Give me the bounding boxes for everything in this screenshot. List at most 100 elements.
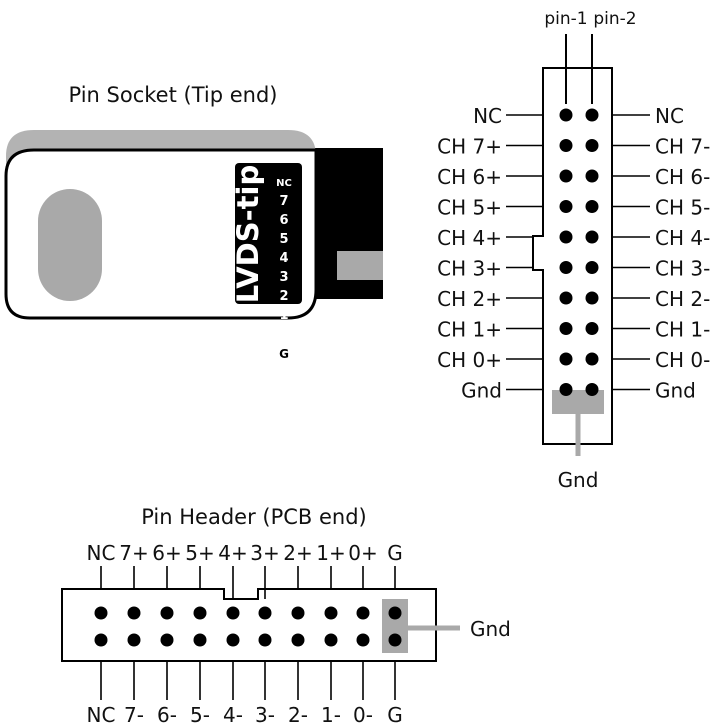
pinout-right-label: CH 0- [655, 348, 710, 372]
pinout-left-label: CH 2+ [437, 287, 502, 311]
header-top-label: 4+ [218, 541, 247, 565]
socket-pin-label: G [279, 347, 289, 361]
socket-pin-label: 6 [279, 213, 288, 228]
pin-dot [94, 606, 108, 620]
pin-dot [160, 606, 174, 620]
pin-dot [585, 230, 599, 244]
pin-dot [585, 383, 599, 396]
pin-dot [585, 261, 599, 274]
pin-dot [585, 139, 599, 152]
pin-dot [559, 261, 573, 274]
pinout-right-label: CH 2- [655, 287, 710, 311]
pin-dot [559, 169, 573, 183]
header-bottom-label: 4- [223, 703, 243, 727]
pin-dot [559, 139, 573, 152]
header-top-label: NC [87, 541, 116, 565]
header-top-label: 6+ [152, 541, 181, 565]
pin-dot [559, 322, 573, 335]
pin-dot [258, 606, 272, 620]
socket-pin-label: 4 [279, 251, 288, 266]
pinout-right-label: CH 5- [655, 196, 710, 220]
header-title: Pin Header (PCB end) [141, 505, 367, 529]
pin-dot [585, 200, 599, 213]
pin-dot [559, 291, 573, 305]
header-bottom-label: 2- [288, 703, 308, 727]
label-panel [235, 163, 302, 304]
pin-dot [585, 108, 599, 122]
gnd-label: Gnd [558, 468, 599, 492]
pin-dot [388, 606, 402, 620]
pin-dot [324, 633, 338, 647]
pinout-right-label: Gnd [655, 379, 696, 403]
pin2-label: pin-2 [593, 9, 636, 29]
pinout-right-label: NC [655, 104, 684, 128]
pinout-left-label: CH 1+ [437, 318, 502, 342]
pinout-left-label: CH 6+ [437, 165, 502, 189]
socket-pin-label: 5 [279, 232, 288, 247]
pin-dot [585, 291, 599, 305]
header-connector [61, 588, 437, 662]
pinout-left-label: CH 5+ [437, 196, 502, 220]
socket-pin-label: 0 [279, 327, 288, 342]
pin1-label: pin-1 [544, 9, 587, 29]
pin-dot [258, 633, 272, 647]
socket-grip [38, 189, 102, 301]
pin-dot [585, 322, 599, 335]
pin-dot [226, 633, 240, 647]
pinout-right-label: CH 3- [655, 257, 710, 281]
header-top-label: 3+ [250, 541, 279, 565]
pin-dot [585, 352, 599, 366]
pin-dot [193, 606, 207, 620]
socket-pin-label: NC [276, 178, 292, 189]
pinout-left-label: CH 3+ [437, 257, 502, 281]
pin-dot [559, 352, 573, 366]
pin-dot [356, 606, 370, 620]
pin-dot [388, 633, 402, 647]
pin-dot [559, 200, 573, 213]
pin-dot [127, 606, 141, 620]
socket-pin-label: 1 [279, 308, 288, 323]
socket-pin-labels: NC 7 6 5 4 3 2 1 0 G [276, 178, 292, 361]
header-gnd-label: Gnd [470, 617, 511, 641]
pin-dot [226, 606, 240, 620]
pin-dot [160, 633, 174, 647]
header-bottom-label: 3- [255, 703, 275, 727]
header-top-label: 5+ [185, 541, 214, 565]
header-bottom-label: 7- [124, 703, 144, 727]
header-bottom-label: 6- [157, 703, 177, 727]
header-top-label: 0+ [348, 541, 377, 565]
pinout-left-label: CH 7+ [437, 135, 502, 159]
socket-pin-label: 2 [279, 289, 288, 304]
pinout-right-label: CH 6- [655, 165, 710, 189]
pin-dot [559, 230, 573, 244]
header-top-label: 1+ [316, 541, 345, 565]
pin-dot [356, 633, 370, 647]
pin-dot [291, 606, 305, 620]
pin-dot [127, 633, 141, 647]
pinout-connector [532, 67, 613, 445]
pinout-left-label: NC [473, 104, 502, 128]
socket-pin-label: 3 [279, 270, 288, 285]
plug-key [337, 251, 383, 280]
header-top-label: G [387, 541, 403, 565]
header-bottom-label: 5- [190, 703, 210, 727]
pinout-right-label: CH 1- [655, 318, 710, 342]
pinout-right-label: CH 7- [655, 135, 710, 159]
header-top-label: 2+ [283, 541, 312, 565]
header-bottom-label: G [387, 703, 403, 727]
pinout-left-label: CH 0+ [437, 348, 502, 372]
socket-pin-label: 7 [279, 194, 288, 209]
pin-dot [324, 606, 338, 620]
pin-dot [559, 108, 573, 122]
pinout-left-label: Gnd [461, 379, 502, 403]
socket-title: Pin Socket (Tip end) [69, 83, 278, 107]
header-bottom-label: 0- [353, 703, 373, 727]
header-bottom-label: 1- [321, 703, 341, 727]
brand-label: LVDS-tip [231, 165, 265, 304]
header-bottom-label: NC [87, 703, 116, 727]
pin-dot [291, 633, 305, 647]
socket-illustration: LVDS-tip NC 7 6 5 4 3 2 1 0 G [4, 130, 383, 361]
pin-dot [585, 169, 599, 183]
